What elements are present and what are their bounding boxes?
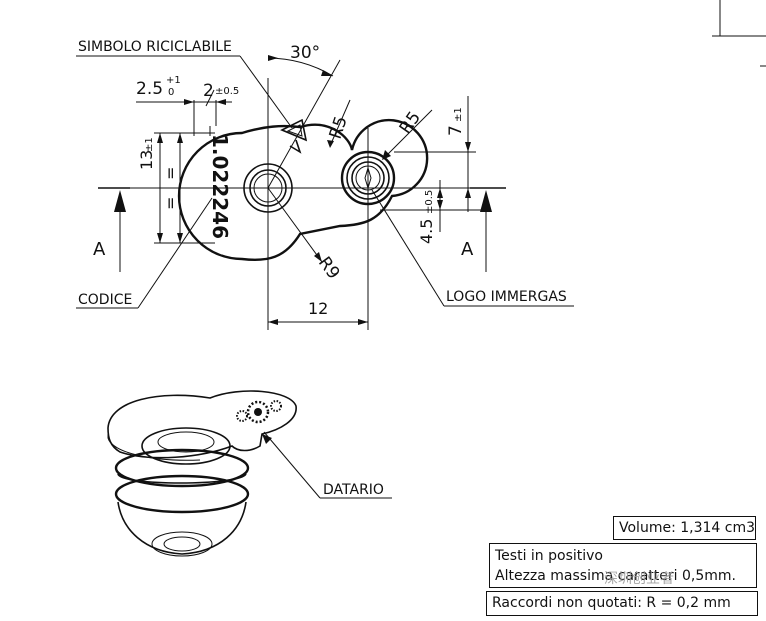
dim-2-value: 2 <box>203 81 214 101</box>
dim-2-5-tol-upper: +1 <box>166 75 181 86</box>
fillet-box: Raccordi non quotati: R = 0,2 mm <box>486 591 758 616</box>
frame-fragment <box>712 0 766 67</box>
dimension-width-2: 2 ±0.5 <box>203 81 239 136</box>
dim-r5-a-value: R5 <box>326 114 352 142</box>
volume-box: Volume: 1,314 cm3 <box>613 516 756 540</box>
section-marker-right: A <box>461 187 506 272</box>
code-number: 1.022246 <box>208 134 232 239</box>
logo-label-leader: LOGO IMMERGAS <box>371 189 574 307</box>
section-label-right: A <box>461 239 474 260</box>
dimension-width-2-5: 2.5 +1 0 <box>136 75 232 136</box>
notes-box: Testi in positivo Altezza massima caratt… <box>489 543 757 588</box>
recycle-symbol-label: SIMBOLO RICICLABILE <box>78 39 232 55</box>
volume-text: Volume: 1,314 cm3 <box>619 520 756 536</box>
watermark: 深圳创业者 <box>604 571 674 587</box>
dim-2-5-value: 2.5 <box>136 79 163 99</box>
dim-12-value: 12 <box>308 299 328 318</box>
date-stamp-label-leader: DATARIO <box>262 431 392 499</box>
note-max-char-height: Altezza massima caratteri 0,5mm. <box>495 568 736 584</box>
equal-mark-b: = <box>161 197 180 210</box>
recycle-label-leader: SIMBOLO RICICLABILE <box>76 39 293 129</box>
date-stamp-icon <box>236 400 282 424</box>
dimension-length-12: 12 <box>268 299 368 325</box>
dimension-angle-30: 30° <box>267 43 341 189</box>
equal-mark-a: = <box>161 167 180 180</box>
dim-r5-b-value: R5 <box>396 108 425 138</box>
dimension-height-13: 13 ±1 = = <box>137 132 215 244</box>
dimension-height-4-5: 4.5 ±0.5 <box>380 180 486 244</box>
section-label-left: A <box>93 239 106 260</box>
code-label: CODICE <box>78 292 132 308</box>
dim-4-5-value: 4.5 <box>417 219 436 244</box>
date-stamp-label: DATARIO <box>323 482 384 498</box>
recycle-symbol-icon <box>280 118 308 154</box>
section-marker-left: A <box>93 187 130 272</box>
dim-13-value: 13 <box>137 150 156 170</box>
dim-7-tol: ±1 <box>453 107 464 122</box>
dim-7-value: 7 <box>446 125 466 136</box>
center-lines <box>98 78 506 330</box>
dim-2-5-tol-lower: 0 <box>168 87 174 98</box>
part-isometric-view <box>107 390 297 557</box>
note-text-positive: Testi in positivo <box>495 548 603 564</box>
dimension-height-7: 7 ±1 <box>394 96 476 212</box>
code-label-leader: CODICE <box>76 197 213 309</box>
dim-13-tol: ±1 <box>144 137 155 152</box>
dim-2-tol: ±0.5 <box>215 86 239 97</box>
dim-4-5-tol: ±0.5 <box>424 190 435 214</box>
dim-angle-value: 30° <box>290 43 320 63</box>
logo-label: LOGO IMMERGAS <box>446 289 567 305</box>
fillet-text: Raccordi non quotati: R = 0,2 mm <box>492 595 731 611</box>
